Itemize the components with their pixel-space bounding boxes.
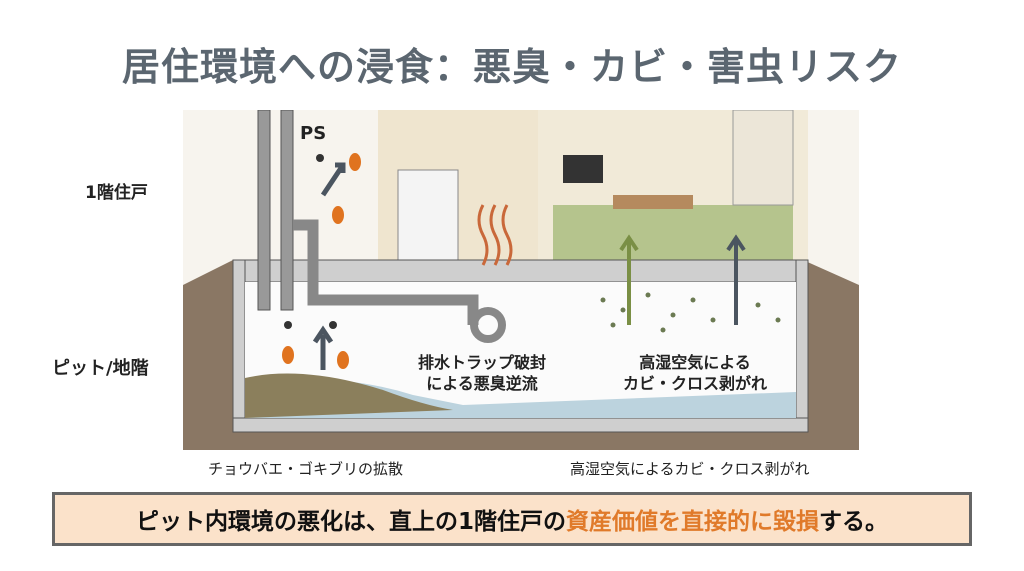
- pit-floor: [232, 417, 809, 433]
- trap-seal-loss-text: 排水トラップ破封 による悪臭逆流: [412, 352, 552, 394]
- low-table: [613, 195, 693, 209]
- mold-spores: [600, 292, 781, 333]
- vertical-pipe: [257, 110, 271, 311]
- drain-pipe: [293, 219, 479, 325]
- caption-mold: 高湿空気によるカビ・クロス剥がれ: [570, 460, 810, 478]
- conclusion-box: ピット内環境の悪化は、直上の1階住戸の資産価値を直接的に毀損する。: [52, 492, 972, 546]
- tv: [563, 155, 603, 183]
- conclusion-highlight: 資産価値を直接的に毀損: [566, 509, 819, 535]
- building-cross-section-illustration: [183, 110, 859, 450]
- floor-slab: [232, 259, 809, 283]
- up-arrow-ps: [320, 162, 346, 197]
- up-arrow-pit: [312, 325, 334, 370]
- caption-insects: チョウバエ・ゴキブリの拡散: [208, 460, 404, 478]
- trap-text-line2: による悪臭逆流: [426, 374, 538, 393]
- mold-text: 高湿空気による カビ・クロス剥がれ: [615, 352, 775, 394]
- fly-icons: [284, 154, 337, 329]
- mold-text-line1: 高湿空気による: [639, 353, 751, 372]
- kitchen-counter: [397, 169, 459, 266]
- label-floor1: 1階住戸: [85, 183, 148, 203]
- label-pit: ピット/地階: [52, 358, 149, 379]
- tatami-floor: [553, 205, 793, 265]
- soil-right: [803, 260, 859, 450]
- up-arrow-humid-2: [726, 234, 746, 325]
- mold-text-line2: カビ・クロス剥がれ: [622, 374, 767, 393]
- conclusion-text: ピット内環境の悪化は、直上の1階住戸の: [135, 509, 566, 535]
- odor-waves: [477, 204, 513, 266]
- conclusion-end: する。: [819, 509, 888, 535]
- label-ps: PS: [300, 123, 327, 144]
- shoji-screen: [732, 110, 794, 206]
- sludge: [245, 373, 453, 418]
- soil-left: [183, 260, 233, 450]
- drain-trap: [470, 307, 506, 343]
- page-title: 居住環境への浸食：悪臭・カビ・害虫リスク: [121, 45, 902, 89]
- up-arrow-humid-1: [619, 234, 639, 325]
- trap-text-line1: 排水トラップ破封: [417, 353, 546, 372]
- cockroach-icons: [282, 153, 361, 369]
